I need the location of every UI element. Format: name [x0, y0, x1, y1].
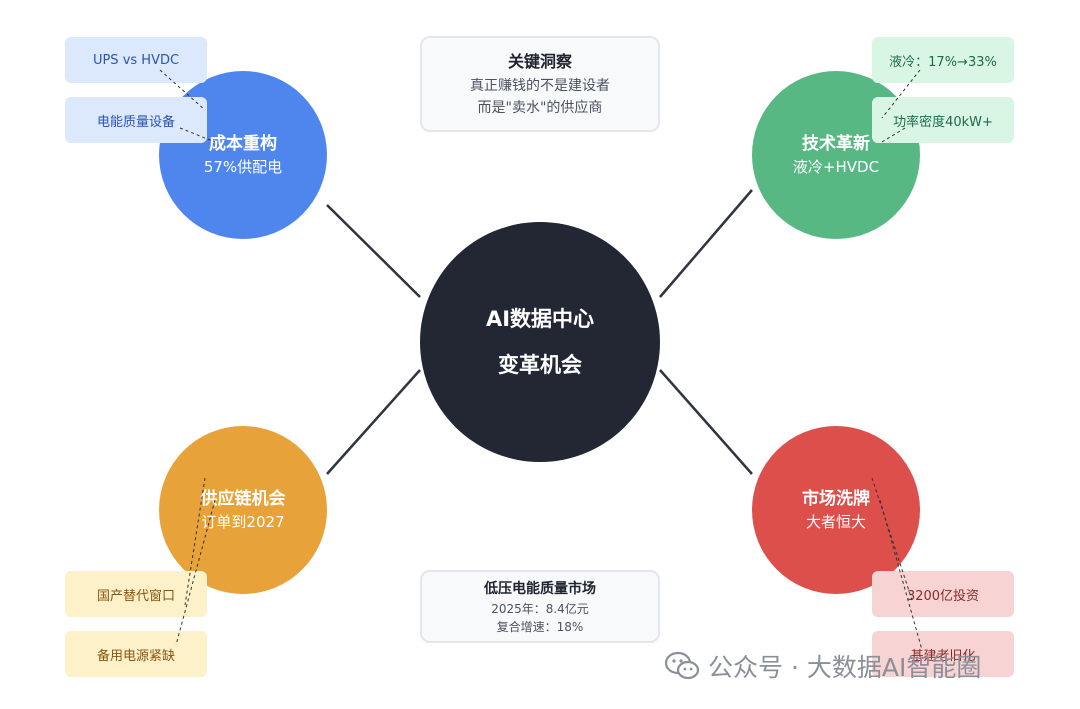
- market-box-line1: 2025年：8.4亿元: [491, 601, 589, 616]
- line-center-supply: [326, 369, 421, 475]
- insight-line1: 真正赚钱的不是建设者: [470, 78, 610, 94]
- wechat-icon: [664, 651, 700, 680]
- market-size-box: 低压电能质量市场 2025年：8.4亿元 复合增速：18%: [420, 570, 660, 643]
- branch-title: 市场洗牌: [802, 489, 870, 509]
- tag-power-density: 功率密度40kW+: [872, 97, 1014, 143]
- branch-subtitle: 订单到2027: [201, 513, 285, 531]
- branch-title: 供应链机会: [200, 489, 286, 509]
- branch-subtitle: 液冷+HVDC: [792, 158, 880, 176]
- line-center-tech: [659, 189, 753, 298]
- tag-ups-hvdc: UPS vs HVDC: [65, 37, 207, 83]
- branch-title: 成本重构: [209, 134, 277, 154]
- tag-investment: 3200亿投资: [872, 571, 1014, 617]
- key-insight-box: 关键洞察 真正赚钱的不是建设者 而是"卖水"的供应商: [420, 36, 660, 132]
- market-box-line2: 复合增速：18%: [496, 619, 584, 634]
- insight-line2: 而是"卖水"的供应商: [477, 100, 603, 116]
- tag-domestic-substitution: 国产替代窗口: [65, 571, 207, 617]
- watermark-text: 公众号 · 大数据AI智能圈: [708, 653, 982, 682]
- insight-title: 关键洞察: [507, 52, 572, 71]
- branch-title: 技术革新: [802, 134, 870, 154]
- center-title-line2: 变革机会: [498, 353, 582, 377]
- branch-node-market: 市场洗牌 大者恒大: [752, 426, 920, 594]
- center-node: AI数据中心 变革机会: [420, 222, 660, 462]
- branch-node-supply: 供应链机会 订单到2027: [159, 426, 327, 594]
- market-box-title: 低压电能质量市场: [484, 580, 596, 597]
- center-title-line1: AI数据中心: [485, 307, 595, 331]
- line-center-market: [659, 369, 753, 475]
- tag-backup-power: 备用电源紧缺: [65, 631, 207, 677]
- tag-liquid-cooling: 液冷：17%→33%: [872, 37, 1014, 83]
- watermark: 公众号 · 大数据AI智能圈: [664, 646, 981, 686]
- line-center-cost: [326, 204, 421, 298]
- branch-subtitle: 57%供配电: [203, 158, 283, 176]
- tag-power-quality: 电能质量设备: [65, 97, 207, 143]
- branch-subtitle: 大者恒大: [805, 513, 866, 531]
